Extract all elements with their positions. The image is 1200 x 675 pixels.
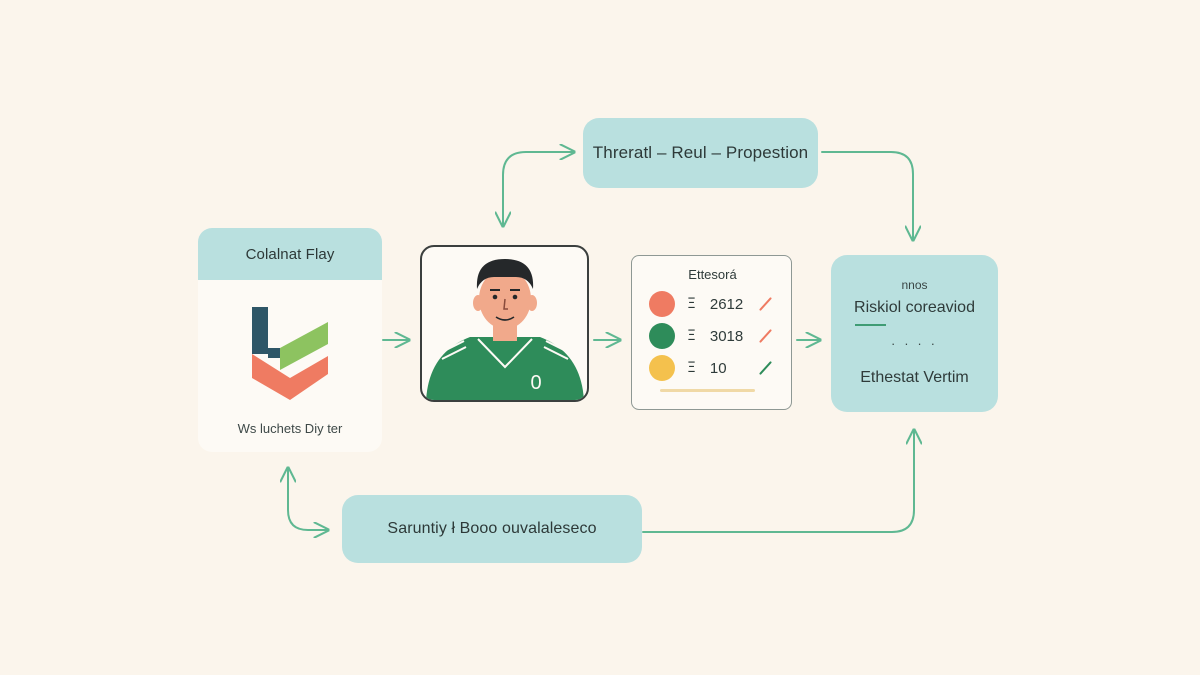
stats-row: Ξ 2612 <box>649 291 743 317</box>
arrow-top-right <box>821 151 913 240</box>
node-right-line2: Ethestat Vertim <box>860 369 969 386</box>
trend-mark-icon <box>759 297 772 311</box>
status-dot-red <box>649 291 675 317</box>
node-top[interactable]: Threratl – Reul – Propestion <box>583 118 818 188</box>
node-right[interactable]: nnos Riskiol coreaviod . . . . Ethestat … <box>831 255 998 412</box>
node-right-underline <box>855 324 886 326</box>
node-bottom-label: Saruntiy ł Booo ouvalaleseco <box>387 520 597 537</box>
jersey-number: 0 <box>530 372 541 394</box>
node-bottom[interactable]: Saruntiy ł Booo ouvalaleseco <box>342 495 642 563</box>
status-dot-green <box>649 323 675 349</box>
stats-row: Ξ 3018 <box>649 323 743 349</box>
trend-mark-icon <box>759 361 772 375</box>
node-right-small: nnos <box>901 278 928 292</box>
node-top-label: Threratl – Reul – Propestion <box>592 143 809 162</box>
arrow-bottom-right <box>642 430 914 533</box>
stats-symbol: Ξ <box>687 360 696 376</box>
node-right-line1: Riskiol coreaviod <box>854 299 975 316</box>
status-dot-yellow <box>649 355 675 381</box>
stats-symbol: Ξ <box>687 296 696 312</box>
node-player-card[interactable]: 0 <box>420 245 589 402</box>
node-right-dots: . . . . <box>891 333 938 348</box>
node-left-title: Colalnat Flay <box>245 245 335 263</box>
stats-value: 3018 <box>709 327 744 345</box>
shield-logo-icon <box>252 307 328 400</box>
stats-title: Ettesorá <box>688 267 737 282</box>
node-left-caption: Ws luchets Diy ter <box>237 421 343 436</box>
player-avatar-icon: 0 <box>426 259 584 400</box>
trend-mark-icon <box>759 329 772 343</box>
arrow-player-top <box>503 152 574 226</box>
node-left-header: Colalnat Flay <box>198 228 382 280</box>
node-left-card[interactable]: Colalnat Flay Ws luchets Diy ter <box>198 228 382 452</box>
arrow-left-bottom <box>288 468 328 530</box>
stats-symbol: Ξ <box>687 328 696 344</box>
stats-row: Ξ 10 <box>649 355 727 381</box>
node-stats-card[interactable]: Ettesorá Ξ 2612 Ξ 3018 Ξ 10 <box>631 255 792 410</box>
stats-value: 2612 <box>709 295 744 313</box>
stats-value: 10 <box>709 359 727 377</box>
stats-divider <box>660 389 755 392</box>
